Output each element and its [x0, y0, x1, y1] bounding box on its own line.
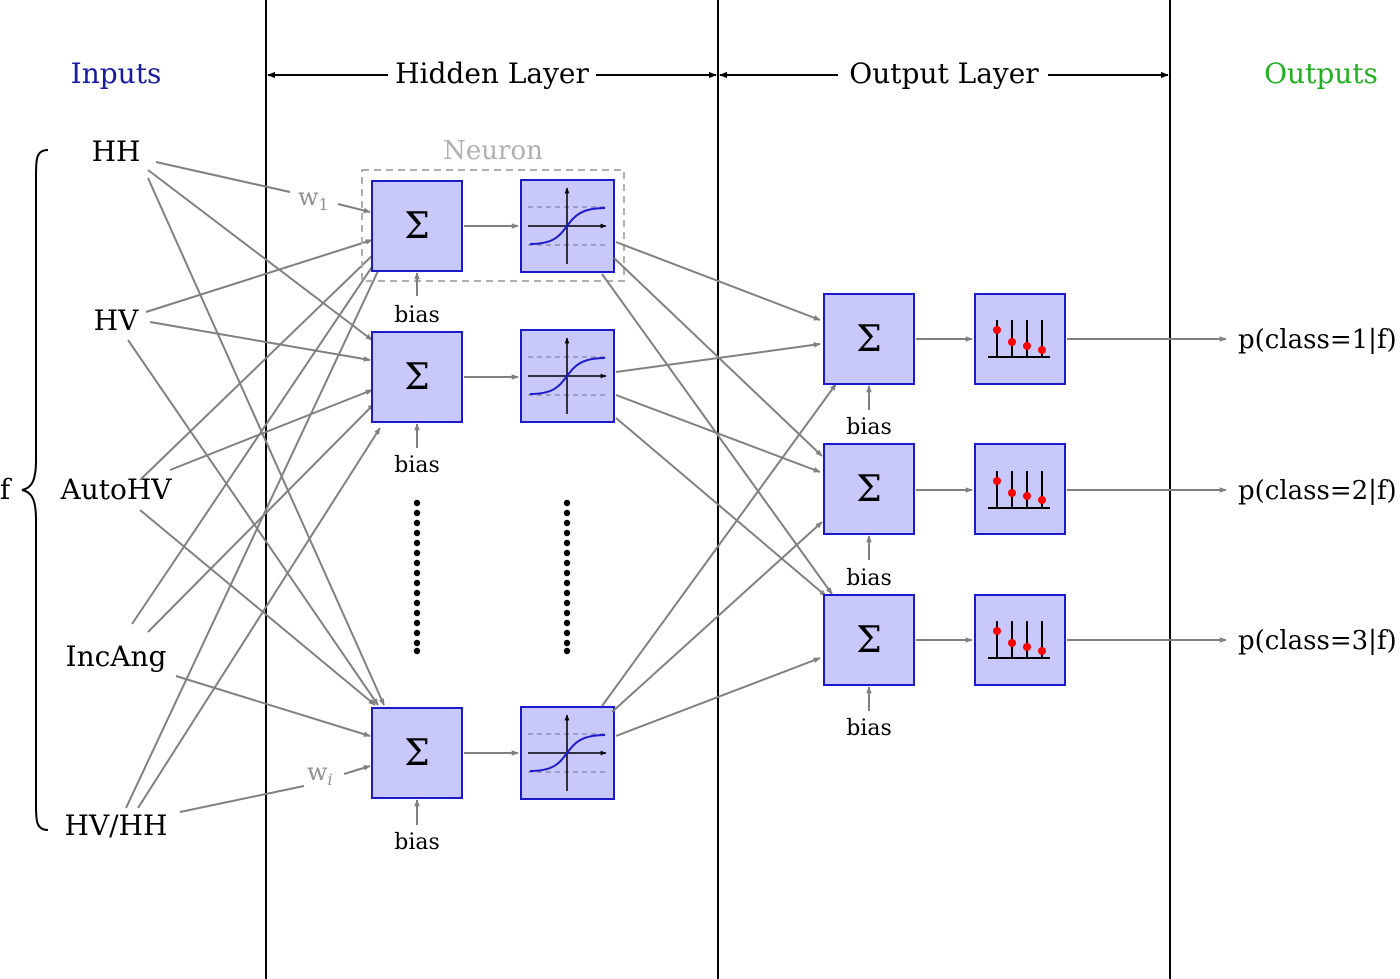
hidden-sum-node-2: Σ — [371, 331, 463, 423]
bias-label-hidden-2: bias — [394, 453, 440, 478]
conn-act2-out1 — [615, 342, 821, 373]
bias-label-output-1: bias — [846, 415, 892, 440]
bias-label-output-2: bias — [846, 566, 892, 591]
softmax-node-3 — [974, 594, 1066, 686]
conn-hv-sum2 — [149, 321, 371, 362]
conn-incang-sum1 — [131, 251, 383, 625]
sigma-icon: Σ — [404, 357, 429, 398]
conn-act3-out2 — [611, 521, 823, 713]
input-label-hh: HH — [92, 135, 141, 168]
hidden-layer-header: Hidden Layer — [395, 57, 589, 90]
conn-hvhh-sum2 — [137, 427, 381, 809]
input-connections — [125, 161, 387, 813]
conn-autohv-sum2 — [169, 389, 373, 471]
conn-act2-out2 — [615, 394, 821, 473]
sigma-icon: Σ — [404, 733, 429, 774]
conn-incang-sum3 — [175, 675, 371, 737]
softmax-node-1 — [974, 293, 1066, 385]
hidden-sum-ellipsis — [413, 499, 421, 655]
bias-label-hidden-3: bias — [394, 830, 440, 855]
softmax-bars-icon — [988, 471, 1050, 509]
conn-hh-sum3 — [147, 177, 385, 706]
softmax-node-2 — [974, 443, 1066, 535]
conn-hvhh-sum3 — [179, 785, 305, 813]
softmax-bars-icon — [988, 320, 1050, 358]
input-label-hvhh: HV/HH — [65, 809, 168, 842]
inputs-header: Inputs — [71, 57, 162, 90]
activation-node-1 — [520, 179, 615, 273]
conn-hvhh-sum3-tail — [343, 765, 371, 775]
conn-autohv-sum3 — [139, 509, 376, 706]
conn-hh-sum1-tail — [337, 203, 371, 214]
hidden-sum-node-1: Σ — [371, 180, 463, 272]
sigma-icon: Σ — [404, 206, 429, 247]
weight-label-last: wi — [307, 758, 333, 789]
hidden-sum-node-3: Σ — [371, 707, 463, 799]
sigmoid-curve-icon — [528, 714, 608, 791]
conn-act3-out3 — [615, 657, 821, 737]
neuron-frame — [361, 169, 625, 282]
feature-vector-label: f — [0, 473, 13, 506]
conn-autohv-sum1 — [139, 249, 379, 481]
output-sum-node-2: Σ — [823, 443, 915, 535]
softmax-bars-icon — [988, 621, 1050, 659]
output-layer-header: Output Layer — [849, 57, 1039, 90]
sigmoid-curve-icon — [528, 337, 608, 414]
bias-label-hidden-1: bias — [394, 303, 440, 328]
conn-act2-out3 — [615, 417, 827, 597]
outputs-header: Outputs — [1264, 57, 1378, 90]
hidden-output-connections — [601, 241, 837, 737]
conn-act3-out1 — [601, 383, 837, 707]
input-label-hv: HV — [94, 304, 139, 337]
input-label-incang: IncAng — [66, 640, 167, 673]
conn-hvhh-sum1 — [125, 253, 387, 809]
conn-hv-sum3 — [127, 339, 379, 706]
feature-vector-brace — [21, 149, 49, 831]
conn-act1-out1 — [615, 241, 821, 321]
sigmoid-curve-icon — [528, 187, 608, 264]
conn-hv-sum1 — [145, 239, 373, 313]
conn-hh-sum1 — [155, 161, 291, 193]
sigma-icon: Σ — [856, 620, 881, 661]
output-sum-node-1: Σ — [823, 293, 915, 385]
sigma-icon: Σ — [856, 319, 881, 360]
activation-ellipsis — [563, 499, 571, 655]
conn-hh-sum2 — [147, 169, 373, 341]
sigma-icon: Σ — [856, 469, 881, 510]
input-label-autohv: AutoHV — [59, 473, 172, 506]
neuron-label: Neuron — [443, 136, 543, 166]
bias-label-output-3: bias — [846, 716, 892, 741]
output-label-class-3: p(class=3|f) — [1238, 626, 1397, 656]
output-sum-node-3: Σ — [823, 594, 915, 686]
activation-node-3 — [520, 706, 615, 800]
weight-label-first: w1 — [298, 183, 329, 214]
output-label-class-2: p(class=2|f) — [1238, 476, 1397, 506]
activation-node-2 — [520, 329, 615, 423]
output-label-class-1: p(class=1|f) — [1238, 325, 1397, 355]
